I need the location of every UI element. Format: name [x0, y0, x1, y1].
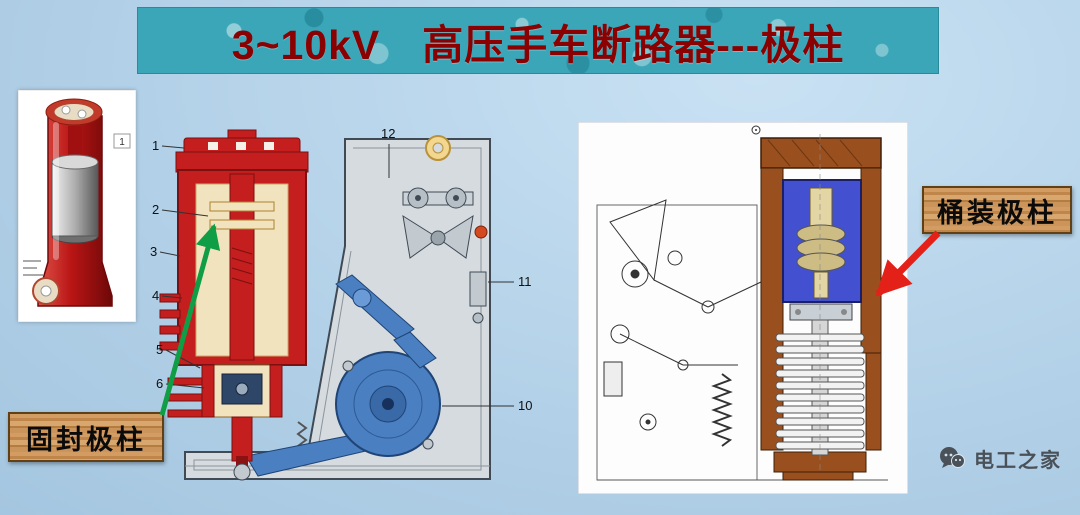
solid-pole-photo-drawing: 1 [17, 89, 137, 323]
barrel-pole-diagram [577, 121, 909, 495]
chat-bubbles-icon [940, 447, 965, 468]
watermark-text: 电工之家 [974, 449, 1062, 472]
upper-linkage [402, 187, 488, 324]
photo-callout-label: 1 [119, 137, 125, 148]
barrel-pole-diagram-drawing [577, 121, 909, 495]
callout-10: 10 [518, 398, 532, 413]
top-marker [751, 125, 761, 135]
barrel-pole-label: 桶装极柱 [922, 186, 1072, 234]
solid-pole-diagram-drawing: 1 2 3 4 5 6 12 11 10 [150, 126, 532, 481]
pole-rod [68, 126, 82, 164]
callout-6: 6 [156, 376, 163, 391]
solid-pole-photo: 1 [17, 89, 137, 323]
photo-callout-1: 1 [113, 133, 131, 149]
page-title: 3~10kV 高压手车断路器---极柱 [231, 21, 845, 68]
solid-pole-label-text: 固封极柱 [26, 424, 146, 455]
callout-4: 4 [152, 288, 159, 303]
vacuum-interrupter [782, 179, 862, 303]
callout-1: 1 [152, 138, 159, 153]
callout-3: 3 [150, 244, 157, 259]
interrupter-cylinder [51, 161, 99, 237]
operating-mechanism [245, 274, 441, 477]
barrel-pole-label-text: 桶装极柱 [937, 197, 1057, 228]
pole-cutaway [159, 129, 309, 481]
photo-caption-marks [23, 260, 43, 276]
solid-pole-label: 固封极柱 [8, 412, 164, 462]
callout-11: 11 [518, 274, 532, 289]
callout-2: 2 [152, 202, 159, 217]
barrel-pole-housing [760, 137, 882, 481]
solid-pole-diagram: 1 2 3 4 5 6 12 11 10 [148, 126, 548, 492]
callout-5: 5 [156, 342, 163, 357]
title-banner: 3~10kV 高压手车断路器---极柱 [137, 7, 939, 74]
callout-12: 12 [381, 126, 395, 141]
watermark: 电工之家 [938, 442, 1062, 474]
